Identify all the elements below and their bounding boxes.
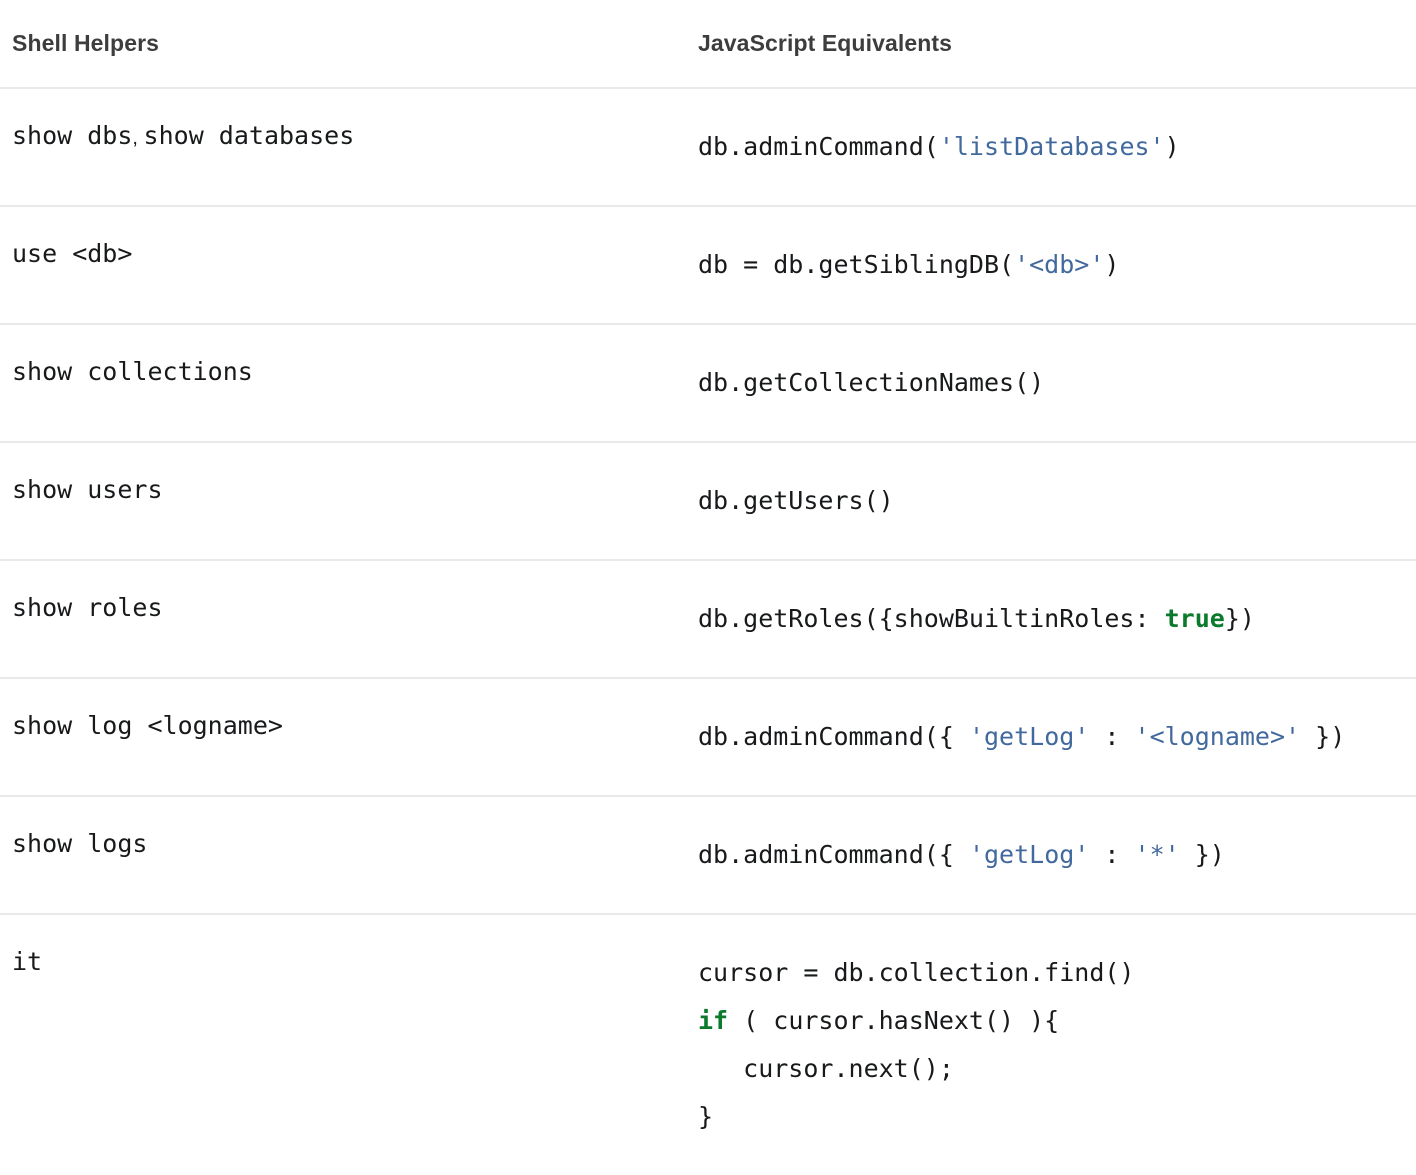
js-token: 'getLog' (968, 840, 1090, 869)
javascript-equivalent-cell: db.getCollectionNames() (686, 324, 1416, 443)
js-token: cursor = db.collection.find() (698, 958, 1135, 987)
table-row: use <db> db = db.getSiblingDB('<db>') (0, 206, 1416, 325)
code-line: db.adminCommand({ 'getLog' : '<logname>'… (698, 713, 1416, 761)
shell-helper-code: show roles (12, 593, 163, 622)
shell-token: show logs (12, 829, 148, 858)
table-row: show log <logname> db.adminCommand({ 'get… (0, 678, 1416, 797)
js-token: } (698, 1102, 714, 1131)
javascript-equivalent-code: db = db.getSiblingDB('<db>') (698, 241, 1416, 289)
js-token: true (1164, 604, 1225, 633)
shell-token: show users (12, 475, 163, 504)
shell-helper-cell: show users (0, 442, 686, 561)
js-token: : (1089, 722, 1135, 751)
table-header: Shell Helpers JavaScript Equivalents (0, 0, 1416, 89)
table-row: show dbs, show databases db.adminCommand(… (0, 88, 1416, 207)
shell-helper-cell: show logs (0, 796, 686, 915)
javascript-equivalent-code: db.adminCommand({ 'getLog' : '<logname>'… (698, 713, 1416, 761)
js-token: ( cursor.hasNext() ){ (728, 1006, 1060, 1035)
shell-helper-cell: show roles (0, 560, 686, 679)
javascript-equivalent-code: db.adminCommand('listDatabases') (698, 123, 1416, 171)
js-token: : (1089, 840, 1135, 869)
code-line: db.getCollectionNames() (698, 359, 1416, 407)
shell-helper-cell: show log <logname> (0, 678, 686, 797)
javascript-equivalent-cell: db = db.getSiblingDB('<db>') (686, 206, 1416, 325)
js-token: }) (1224, 604, 1255, 633)
js-token: 'getLog' (968, 722, 1090, 751)
shell-helper-code: use <db> (12, 239, 132, 268)
shell-helper-cell: show dbs, show databases (0, 88, 686, 207)
code-line: cursor = db.collection.find() (698, 949, 1416, 997)
js-token: ) (1104, 250, 1120, 279)
js-token: db.adminCommand( (698, 132, 939, 161)
js-token: ) (1164, 132, 1180, 161)
shell-token: use <db> (12, 239, 133, 268)
js-token: '<db>' (1014, 250, 1105, 279)
code-line: cursor.next(); (698, 1045, 1416, 1093)
code-line: db.adminCommand('listDatabases') (698, 123, 1416, 171)
table-row: show logs db.adminCommand({ 'getLog' : '*… (0, 796, 1416, 915)
javascript-equivalent-code: db.getUsers() (698, 477, 1416, 525)
table-header-row: Shell Helpers JavaScript Equivalents (0, 0, 1416, 89)
code-line: } (698, 1093, 1416, 1141)
shell-helper-code: show logs (12, 829, 147, 858)
javascript-equivalent-code: db.adminCommand({ 'getLog' : '*' }) (698, 831, 1416, 879)
js-token: 'listDatabases' (938, 132, 1165, 161)
shell-helper-code: show users (12, 475, 163, 504)
shell-helper-code: show dbs, show databases (12, 121, 354, 150)
code-line: if ( cursor.hasNext() ){ (698, 997, 1416, 1045)
js-token: db.getCollectionNames() (698, 368, 1045, 397)
shell-helper-code: it (12, 947, 42, 976)
shell-token: show roles (12, 593, 163, 622)
shell-helper-cell: use <db> (0, 206, 686, 325)
javascript-equivalent-cell: db.adminCommand({ 'getLog' : '*' }) (686, 796, 1416, 915)
js-token: db.adminCommand({ (698, 722, 969, 751)
shell-token: show collections (12, 357, 253, 386)
js-token: }) (1300, 722, 1346, 751)
js-token: if (698, 1006, 729, 1035)
shell-token: it (12, 947, 43, 976)
shell-helper-cell: it (0, 914, 686, 1175)
shell-helper-code: show collections (12, 357, 253, 386)
table-row: show roles db.getRoles({showBuiltinRoles:… (0, 560, 1416, 679)
js-token: }) (1179, 840, 1225, 869)
js-token: '*' (1134, 840, 1180, 869)
js-token: '<logname>' (1134, 722, 1301, 751)
column-header-javascript-equivalents: JavaScript Equivalents (686, 0, 1416, 89)
code-line: db.getRoles({showBuiltinRoles: true}) (698, 595, 1416, 643)
table-body: show dbs, show databases db.adminCommand(… (0, 88, 1416, 1175)
javascript-equivalent-cell: db.adminCommand({ 'getLog' : '<logname>'… (686, 678, 1416, 797)
shell-token: show dbs (12, 121, 133, 150)
table-row: it cursor = db.collection.find() if ( curs… (0, 914, 1416, 1175)
shell-token: show log <logname> (12, 711, 283, 740)
javascript-equivalent-code: db.getCollectionNames() (698, 359, 1416, 407)
shell-helper-code: show log <logname> (12, 711, 283, 740)
js-token: db.adminCommand({ (698, 840, 969, 869)
shell-token: show databases (143, 121, 355, 150)
js-token: db.getUsers() (698, 486, 894, 515)
js-token: cursor.next(); (698, 1054, 954, 1083)
code-line: db.adminCommand({ 'getLog' : '*' }) (698, 831, 1416, 879)
javascript-equivalent-code: cursor = db.collection.find() if ( cursor… (698, 949, 1416, 1141)
js-token: db.getRoles({showBuiltinRoles: (698, 604, 1165, 633)
js-token: db = db.getSiblingDB( (698, 250, 1015, 279)
table-row: show collections db.getCollectionNames() (0, 324, 1416, 443)
javascript-equivalent-cell: db.adminCommand('listDatabases') (686, 88, 1416, 207)
code-line: db.getUsers() (698, 477, 1416, 525)
javascript-equivalent-cell: db.getUsers() (686, 442, 1416, 561)
javascript-equivalent-cell: cursor = db.collection.find() if ( cursor… (686, 914, 1416, 1175)
code-line: db = db.getSiblingDB('<db>') (698, 241, 1416, 289)
table-row: show users db.getUsers() (0, 442, 1416, 561)
shell-token: , (132, 127, 144, 149)
javascript-equivalent-cell: db.getRoles({showBuiltinRoles: true}) (686, 560, 1416, 679)
javascript-equivalent-code: db.getRoles({showBuiltinRoles: true}) (698, 595, 1416, 643)
column-header-shell-helpers: Shell Helpers (0, 0, 686, 89)
shell-helper-cell: show collections (0, 324, 686, 443)
